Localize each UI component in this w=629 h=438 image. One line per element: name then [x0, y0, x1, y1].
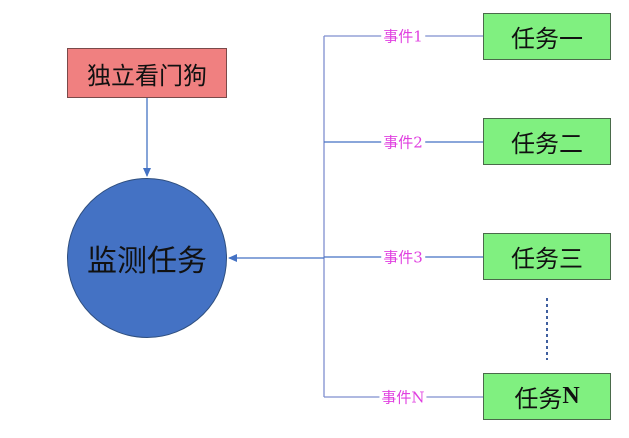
- event-1-label: 事件1: [381, 25, 425, 47]
- event-3-label: 事件3: [381, 246, 425, 268]
- task-3-label: 任务三: [511, 245, 583, 273]
- watchdog-box: 独立看门狗: [67, 48, 227, 98]
- task-1-label: 任务一: [511, 25, 583, 53]
- watchdog-label: 独立看门狗: [87, 61, 207, 90]
- task-2-box: 任务二: [483, 118, 611, 165]
- task-n-label-prefix: 任务: [514, 385, 563, 413]
- event-n-label: 事件N: [379, 386, 427, 408]
- monitor-task-circle: 监测任务: [67, 178, 227, 338]
- task-n-label-suffix: N: [562, 383, 580, 409]
- monitor-task-label: 监测任务: [87, 244, 207, 279]
- task-3-box: 任务三: [483, 233, 611, 280]
- event-2-label: 事件2: [381, 131, 425, 153]
- task-2-label: 任务二: [511, 130, 583, 158]
- task-1-box: 任务一: [483, 13, 611, 60]
